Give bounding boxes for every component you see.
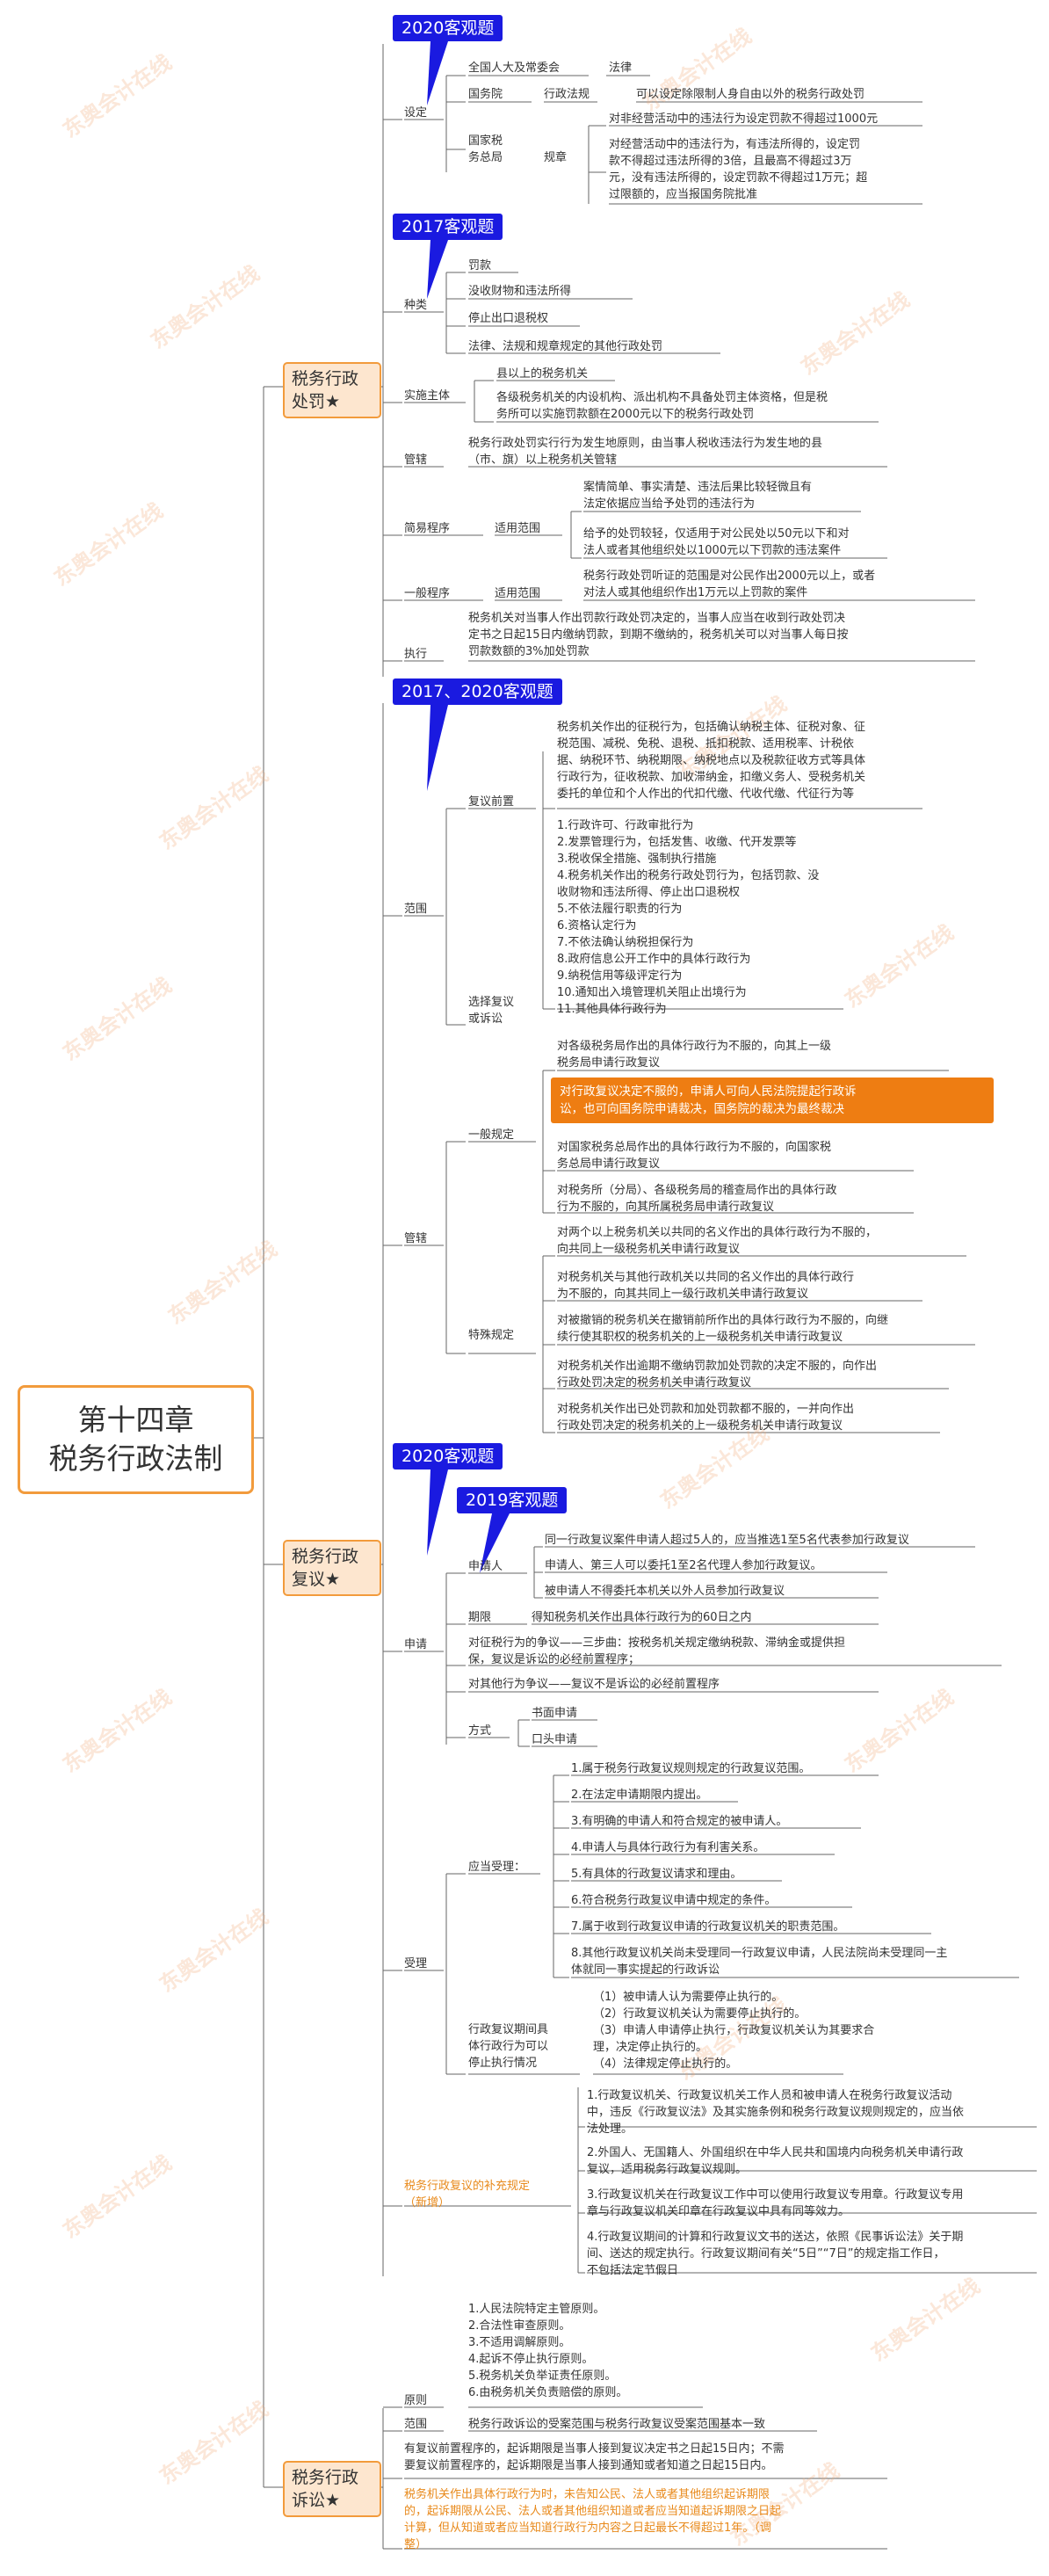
tag-2020-objective-review: 2020客观题 xyxy=(393,1443,503,1469)
label-stop-execution: 行政复议期间具 体行政行为可以 停止执行情况 xyxy=(468,2023,549,2070)
highlight-final-ruling: 对行政复议决定不服的，申请人可向人民法院提起行政诉 讼，也可向国务院申请裁决，国… xyxy=(551,1078,994,1123)
label-review-jurisdiction: 管辖 xyxy=(404,1232,428,1245)
label-admin-reg: 行政法规 xyxy=(544,88,590,101)
tag-pointer-19 xyxy=(480,1513,510,1573)
litigation-scope-desc: 税务行政诉讼的受案范围与税务行政复议受案范围基本一致 xyxy=(468,2418,766,2431)
kind-2: 没收财物和违法所得 xyxy=(468,285,572,298)
accept-cond-8: 8.其他行政复议机关尚未受理同一行政复议申请，人民法院尚未受理同一主 体就同一事… xyxy=(571,1947,948,1977)
section-review: 税务行政 复议★ xyxy=(283,1540,381,1596)
label-rule: 规章 xyxy=(544,151,568,164)
label-simple-procedure: 简易程序 xyxy=(404,522,451,535)
label-jurisdiction: 管辖 xyxy=(404,454,428,467)
accept-cond-5: 5.有具体的行政复议请求和理由。 xyxy=(571,1868,742,1881)
special-rule-3: 对被撤销的税务机关在撤销前所作出的具体行政行为不服的，向继 续行使其职权的税务机… xyxy=(557,1314,889,1344)
general-desc: 税务行政处罚听证的范围是对公民作出2000元以上，或者 对法人或其他组织作出1万… xyxy=(583,570,876,599)
label-optional-review: 选择复议 或诉讼 xyxy=(468,996,515,1026)
label-state-council: 国务院 xyxy=(468,88,503,101)
accept-cond-4: 4.申请人与具体行政行为有利害关系。 xyxy=(571,1841,765,1854)
tag-2017-objective: 2017客观题 xyxy=(393,214,503,240)
supplement-4: 4.行政复议期间的计算和行政复议文书的送达，依照《民事诉讼法》关于期 间、送达的… xyxy=(587,2231,964,2277)
label-general-procedure: 一般程序 xyxy=(404,587,451,600)
tag-pointer-18 xyxy=(427,1469,448,1556)
label-period: 期限 xyxy=(468,1611,492,1624)
label-should-accept: 应当受理： xyxy=(468,1861,526,1874)
accept-cond-3: 3.有明确的申请人和符合规定的被申请人。 xyxy=(571,1815,788,1828)
kind-4: 法律、法规和规章规定的其他行政处罚 xyxy=(468,340,663,353)
label-apply: 申请 xyxy=(404,1638,428,1651)
tag-2020-objective: 2020客观题 xyxy=(393,15,503,41)
rule-desc-2: 对经营活动中的违法行为，有违法所得的，设定罚 款不得超过违法所得的3倍，且最高不… xyxy=(609,138,868,201)
accept-cond-7: 7.属于收到行政复议申请的行政复议机关的职责范围。 xyxy=(571,1920,845,1934)
supplement-2: 2.外国人、无国籍人、外国组织在中华人民共和国境内向税务机关申请行政 复议，适用… xyxy=(587,2146,964,2176)
tag-pointer-15 xyxy=(427,41,448,105)
rule-desc-1: 对非经营活动中的违法行为设定罚款不得超过1000元 xyxy=(609,112,879,126)
label-supplement: 税务行政复议的补充规定 （新增） xyxy=(404,2180,531,2210)
kind-1: 罚款 xyxy=(468,259,492,272)
method-oral: 口头申请 xyxy=(532,1733,578,1746)
litigation-period-2: 税务机关作出具体行政行为时，未告知公民、法人或者其他组织起诉期限 的，起诉期限从… xyxy=(404,2488,782,2551)
supplement-1: 1.行政复议机关、行政复议机关工作人员和被申请人在税务行政复议活动 中，违反《行… xyxy=(587,2089,965,2136)
special-rule-4: 对税务机关作出逾期不缴纳罚款加处罚款的决定不服的，向作出 行政处罚决定的税务机关… xyxy=(557,1360,878,1390)
label-scope-simple: 适用范围 xyxy=(495,522,541,535)
tag-2019-objective: 2019客观题 xyxy=(457,1487,568,1513)
applicant-2: 申请人、第三人可以委托1至2名代理人参加行政复议。 xyxy=(545,1559,822,1572)
label-pre-review: 复议前置 xyxy=(468,795,515,809)
label-accept: 受理 xyxy=(404,1957,428,1970)
label-review-scope: 范围 xyxy=(404,903,428,916)
admin-reg-desc: 可以设定除限制人身自由以外的税务行政处罚 xyxy=(636,88,865,101)
jurisdiction-desc: 税务行政处罚实行行为发生地原则，由当事人税收违法行为发生地的县 （市、旗）以上税… xyxy=(468,437,823,467)
applicant-3: 被申请人不得委托本机关以外人员参加行政复议 xyxy=(545,1585,785,1598)
label-scope-general: 适用范围 xyxy=(495,587,541,600)
accept-cond-1: 1.属于税务行政复议规则规定的行政复议范围。 xyxy=(571,1762,811,1775)
accept-cond-6: 6.符合税务行政复议申请中规定的条件。 xyxy=(571,1894,777,1907)
general-rule-1: 对各级税务局作出的具体行政行为不服的，向其上一级 税务局申请行政复议 xyxy=(557,1040,832,1070)
applicant-1: 同一行政复议案件申请人超过5人的，应当推选1至5名代表参加行政复议 xyxy=(545,1534,909,1547)
label-npc: 全国人大及常委会 xyxy=(468,62,561,75)
special-rule-2: 对税务机关与其他行政机关以共同的名义作出的具体行政行 为不服的，向其共同上一级行… xyxy=(557,1271,855,1301)
method-written: 书面申请 xyxy=(532,1707,578,1720)
tag-pointer-16 xyxy=(427,240,448,299)
label-principle: 原则 xyxy=(404,2394,428,2407)
principle-list: 1.人民法院特定主管原则。 2.合法性审查原则。 3.不适用调解原则。 4.起诉… xyxy=(468,2303,628,2399)
supplement-3: 3.行政复议机关在行政复议工作中可以使用行政复议专用章。行政复议专用 章与行政复… xyxy=(587,2188,964,2218)
root-node-chapter-title: 第十四章 税务行政法制 xyxy=(18,1385,254,1494)
general-rule-3: 对税务所（分局）、各级税务局的稽查局作出的具体行政 行为不服的，向其所属税务局申… xyxy=(557,1184,837,1214)
subject-2: 各级税务机关的内设机构、派出机构不具备处罚主体资格，但是税 务所可以实施罚款额在… xyxy=(496,391,828,421)
label-sat: 国家税 务总局 xyxy=(468,134,503,164)
label-litigation-scope: 范围 xyxy=(404,2418,428,2431)
execution-desc: 税务机关对当事人作出罚款行政处罚决定的，当事人应当在收到行政处罚决 定书之日起1… xyxy=(468,612,849,658)
litigation-period-1: 有复议前置程序的，起诉期限是当事人接到复议决定书之日起15日内；不需 要复议前置… xyxy=(404,2442,785,2472)
period-desc: 得知税务机关作出具体行政行为的60日之内 xyxy=(532,1611,752,1624)
special-rule-1: 对两个以上税务机关以共同的名义作出的具体行政行为不服的， 向共同上一级税务机关申… xyxy=(557,1226,878,1256)
dispute-tax: 对征税行为的争议——三步曲：按税务机关规定缴纳税款、滞纳金或提供担 保，复议是诉… xyxy=(468,1636,846,1666)
general-rule-2: 对国家税务总局作出的具体行政行为不服的，向国家税 务总局申请行政复议 xyxy=(557,1141,832,1171)
subject-1: 县以上的税务机关 xyxy=(496,367,589,381)
label-general-rule: 一般规定 xyxy=(468,1128,515,1142)
optional-list: 1.行政许可、行政审批行为 2.发票管理行为，包括发售、收缴、代开发票等 3.税… xyxy=(557,819,820,1016)
tag-pointer-17 xyxy=(427,705,448,791)
kind-3: 停止出口退税权 xyxy=(468,312,549,325)
simple-desc-2: 给予的处罚较轻，仅适用于对公民处以50元以下和对 法人或者其他组织处以1000元… xyxy=(583,527,850,557)
section-litigation: 税务行政 诉讼★ xyxy=(283,2461,381,2517)
section-penalty: 税务行政 处罚★ xyxy=(283,362,381,418)
tag-2017-2020-objective: 2017、2020客观题 xyxy=(393,678,562,705)
label-execution: 执行 xyxy=(404,648,428,661)
label-zhonglei: 种类 xyxy=(404,299,428,312)
label-subject: 实施主体 xyxy=(404,389,451,403)
label-applicant: 申请人 xyxy=(468,1560,503,1573)
label-law: 法律 xyxy=(609,62,633,75)
label-method: 方式 xyxy=(468,1724,492,1738)
dispute-other: 对其他行为争议——复议不是诉讼的必经前置程序 xyxy=(468,1678,720,1691)
label-special-rule: 特殊规定 xyxy=(468,1329,515,1342)
label-sheding: 设定 xyxy=(404,106,428,120)
pre-review-desc: 税务机关作出的征税行为，包括确认纳税主体、征税对象、征 税范围、减税、免税、退税… xyxy=(557,721,866,801)
accept-cond-2: 2.在法定申请期限内提出。 xyxy=(571,1789,708,1802)
special-rule-5: 对税务机关作出已处罚款和加处罚款都不服的，一并向作出 行政处罚决定的税务机关的上… xyxy=(557,1403,855,1433)
stop-execution-list: （1）被申请人认为需要停止执行的。 （2）行政复议机关认为需要停止执行的。 （3… xyxy=(593,1991,875,2071)
simple-desc-1: 案情简单、事实清楚、违法后果比较轻微且有 法定依据应当给予处罚的违法行为 xyxy=(583,481,813,511)
